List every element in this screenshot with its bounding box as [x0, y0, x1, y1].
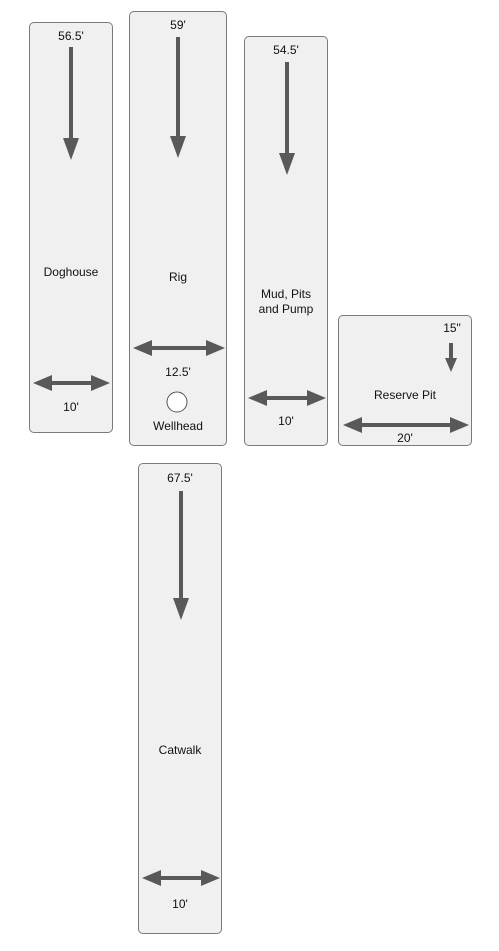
mud-length-arrow — [279, 62, 295, 175]
doghouse-length-label: 56.5' — [58, 29, 84, 43]
rig-name: Rig — [168, 270, 187, 284]
reserve-depth-arrow — [445, 343, 457, 372]
mud-name-line1: Mud, Pits — [260, 287, 311, 301]
mud-length-label: 54.5' — [273, 43, 299, 57]
catwalk-width-arrow — [142, 870, 220, 886]
wellhead-circle — [166, 391, 188, 413]
mud-name-line2: and Pump — [258, 302, 314, 316]
doghouse-width-arrow — [33, 375, 110, 391]
reserve-depth-label: 15" — [443, 321, 461, 335]
doghouse-width-label: 10' — [63, 400, 79, 414]
reserve-pit-name: Reserve Pit — [373, 388, 437, 402]
catwalk-name: Catwalk — [158, 743, 202, 757]
doghouse-length-arrow — [63, 47, 79, 160]
rig-length-arrow — [170, 37, 186, 158]
mud-width-label: 10' — [278, 414, 294, 428]
doghouse-name: Doghouse — [43, 265, 99, 279]
reserve-width-arrow — [343, 417, 469, 433]
reserve-width-label: 20' — [397, 431, 413, 445]
rig-length-label: 59' — [170, 18, 186, 32]
rig-width-label: 12.5' — [165, 365, 191, 379]
wellhead-label: Wellhead — [153, 419, 203, 433]
catwalk-box — [138, 463, 222, 934]
catwalk-width-label: 10' — [172, 897, 188, 911]
rig-width-arrow — [133, 340, 225, 356]
catwalk-length-arrow — [173, 491, 189, 620]
mud-width-arrow — [248, 390, 326, 406]
catwalk-length-label: 67.5' — [167, 471, 193, 485]
